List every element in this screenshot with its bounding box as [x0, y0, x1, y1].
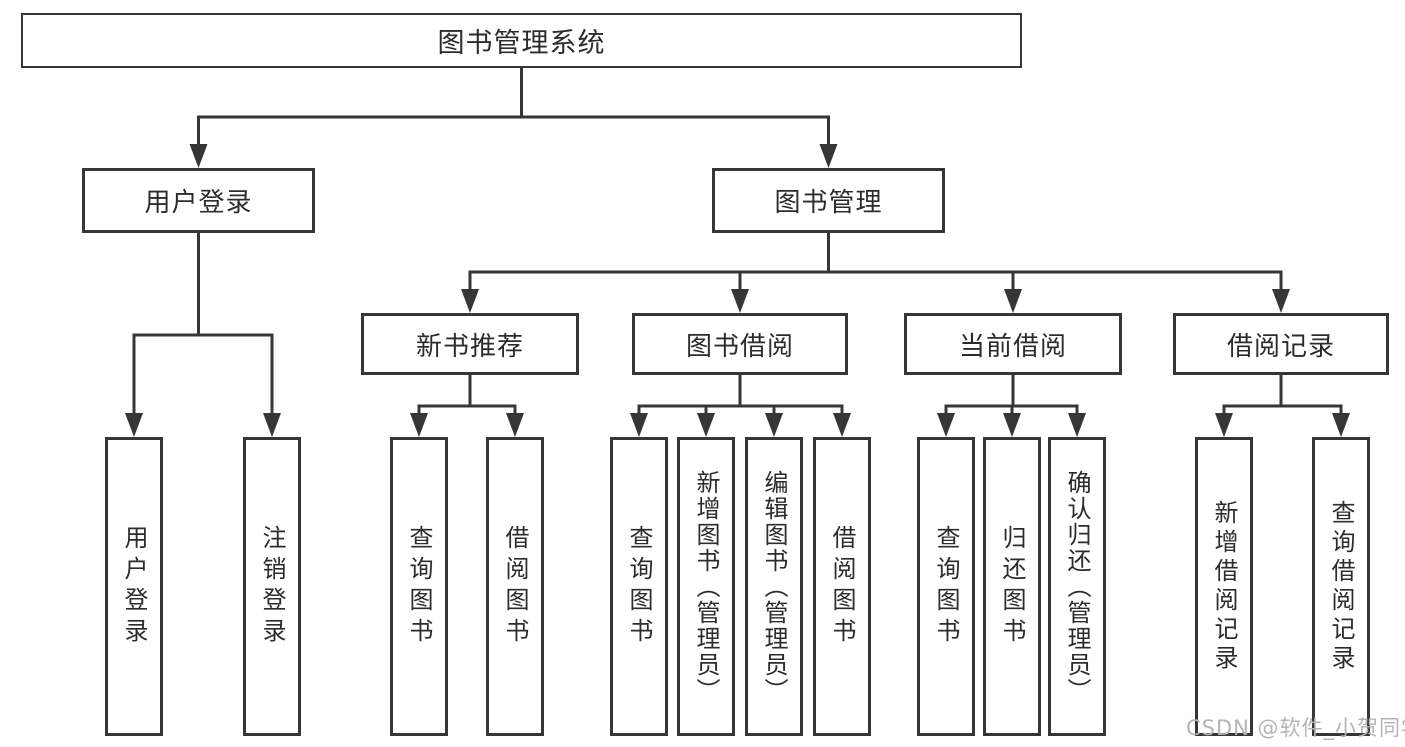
- leaf-query-borrow-record: 查询借阅记录: [1312, 437, 1370, 736]
- leaf-add-books-admin: 新增图书（管理员）: [677, 437, 735, 736]
- node-book-borrow: 图书借阅: [632, 313, 848, 375]
- leaf-edit-books-admin: 编辑图书（管理员）: [745, 437, 803, 736]
- leaf-borrow-books-newbook: 借阅图书: [486, 437, 544, 736]
- leaf-query-books-newbook: 查询图书: [390, 437, 448, 736]
- leaf-logout: 注销登录: [243, 437, 301, 736]
- node-new-book-recommend: 新书推荐: [361, 313, 579, 375]
- node-current-borrow: 当前借阅: [904, 313, 1122, 375]
- node-user-login: 用户登录: [82, 168, 315, 233]
- node-borrow-records: 借阅记录: [1173, 313, 1389, 375]
- csdn-watermark: CSDN @软件_小贺同学: [1186, 716, 1405, 740]
- leaf-add-borrow-record: 新增借阅记录: [1195, 437, 1253, 736]
- leaf-confirm-return-admin: 确认归还（管理员）: [1048, 437, 1106, 736]
- leaf-borrow-books: 借阅图书: [813, 437, 871, 736]
- leaf-user-login: 用户登录: [105, 437, 163, 736]
- leaf-query-books-current: 查询图书: [917, 437, 975, 736]
- leaf-return-books: 归还图书: [983, 437, 1041, 736]
- node-book-management: 图书管理: [712, 168, 945, 233]
- node-library-management-system: 图书管理系统: [21, 13, 1022, 68]
- leaf-query-books-borrow: 查询图书: [610, 437, 668, 736]
